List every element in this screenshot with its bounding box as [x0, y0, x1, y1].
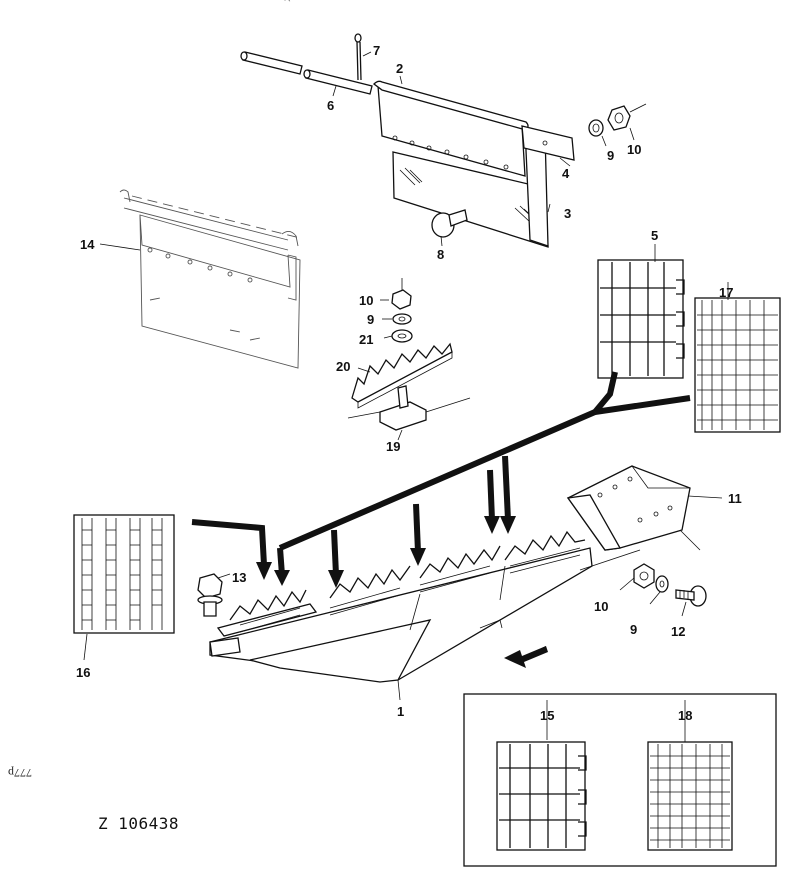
label-part-3: 3: [564, 206, 571, 221]
label-part-7: 7: [373, 43, 380, 58]
grate-insert-17: [694, 297, 781, 433]
label-part-17: 17: [719, 285, 733, 300]
label-part-9b: 9: [367, 312, 374, 327]
drawing-reference-code: Z 106438: [98, 814, 180, 833]
grate-insert-5: [597, 259, 685, 379]
label-part-20: 20: [336, 359, 350, 374]
label-part-15: 15: [540, 708, 554, 723]
cotter-pin-7: [354, 33, 362, 81]
label-part-8: 8: [437, 247, 444, 262]
side-reference-text: 777p: [8, 766, 32, 780]
label-part-1: 1: [397, 704, 404, 719]
label-part-14: 14: [80, 237, 95, 252]
lock-washer-9-bottom: [655, 575, 669, 593]
detail-inset-box: [463, 693, 777, 867]
hex-nut-10-mid: [391, 278, 412, 310]
label-part-9c: 9: [630, 622, 637, 637]
label-part-10c: 10: [594, 599, 608, 614]
insert-pointer-arrows: [191, 371, 691, 588]
hex-nut-10-bottom: [633, 563, 655, 589]
carriage-bolt-8: [431, 209, 468, 238]
label-part-2: 2: [396, 61, 403, 76]
label-part-19: 19: [386, 439, 400, 454]
leader-lines: [83, 51, 729, 742]
travel-direction-arrow: [504, 646, 548, 668]
grate-insert-18: [647, 741, 733, 851]
label-part-5: 5: [651, 228, 658, 243]
label-part-12: 12: [671, 624, 685, 639]
serrated-knife-20: [351, 342, 453, 409]
hinge-pin-6: [303, 69, 373, 95]
label-part-18: 18: [678, 708, 692, 723]
hex-nut-10-top: [607, 103, 647, 131]
leader-14: [99, 243, 141, 251]
hinge-pin-left: [240, 51, 303, 75]
flange-bolt-13: [197, 573, 223, 617]
label-part-11: 11: [728, 491, 742, 506]
label-part-6: 6: [327, 98, 334, 113]
lock-washer-9-mid: [392, 313, 412, 325]
label-part-10b: 10: [359, 293, 373, 308]
label-part-16: 16: [76, 665, 90, 680]
label-part-9a: 9: [607, 148, 614, 163]
label-part-13: 13: [232, 570, 246, 585]
mounting-bracket-11: [566, 465, 691, 551]
assembly-outline-14: [119, 189, 301, 369]
lock-washer-9-top: [588, 119, 604, 137]
grate-insert-15: [496, 741, 587, 851]
flat-washer-21: [391, 329, 413, 343]
grate-insert-16: [73, 514, 175, 634]
label-part-21: 21: [359, 332, 373, 347]
t-bolt-19: [347, 385, 471, 431]
clamp-strip-4: [521, 125, 575, 161]
label-part-10a: 10: [627, 142, 641, 157]
sieve-tray-1: [209, 530, 593, 683]
label-part-4: 4: [562, 166, 570, 181]
carriage-bolt-12: [675, 585, 707, 607]
hinge-plate-2: [373, 80, 529, 177]
